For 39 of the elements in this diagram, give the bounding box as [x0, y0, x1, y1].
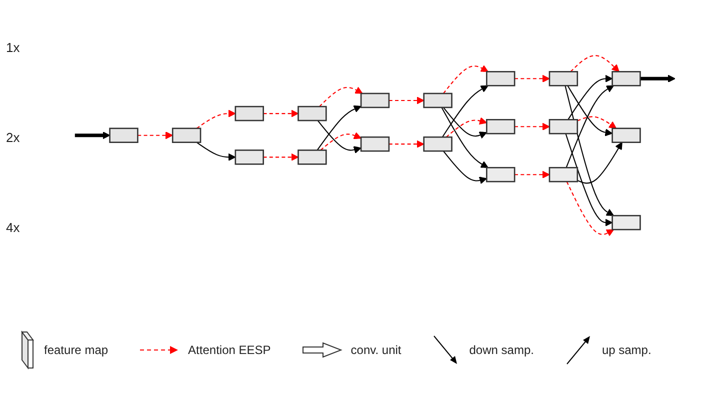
arrow: [566, 181, 614, 236]
arrow: [442, 64, 488, 94]
arrow: [564, 86, 614, 216]
arrow: [570, 55, 620, 72]
arrow: [446, 117, 488, 138]
arrow: [74, 132, 110, 140]
arrow: [388, 96, 424, 104]
legend-label: up samp.: [602, 343, 652, 357]
arrow: [442, 85, 488, 138]
arrow: [514, 170, 550, 178]
scale-label: 2x: [6, 130, 20, 145]
arrow: [442, 107, 488, 139]
arrow: [565, 133, 613, 226]
arrow: [640, 74, 676, 82]
arrow: [320, 132, 362, 151]
arrow: [567, 85, 613, 136]
arrow: [566, 85, 614, 168]
arrow: [514, 74, 550, 82]
scale-label: 4x: [6, 220, 20, 235]
arrow: [442, 150, 488, 184]
arrow: [577, 142, 622, 184]
legend-label: Attention EESP: [188, 343, 271, 357]
legend-label: feature map: [44, 343, 108, 357]
arrow: [388, 140, 424, 148]
legend-label: conv. unit: [350, 343, 402, 357]
arrow: [514, 122, 550, 130]
arrow: [138, 132, 173, 140]
arrow: [263, 153, 299, 161]
scale-label: 1x: [6, 40, 20, 55]
legend-label: down samp.: [469, 343, 534, 357]
arrow: [317, 120, 362, 154]
arrow: [263, 110, 299, 118]
arrow: [196, 110, 236, 129]
arrow: [441, 107, 488, 168]
arrow: [319, 86, 363, 107]
arrow: [577, 116, 617, 129]
arrow: [196, 142, 236, 161]
arrow: [568, 74, 613, 120]
arrow: [316, 105, 362, 150]
